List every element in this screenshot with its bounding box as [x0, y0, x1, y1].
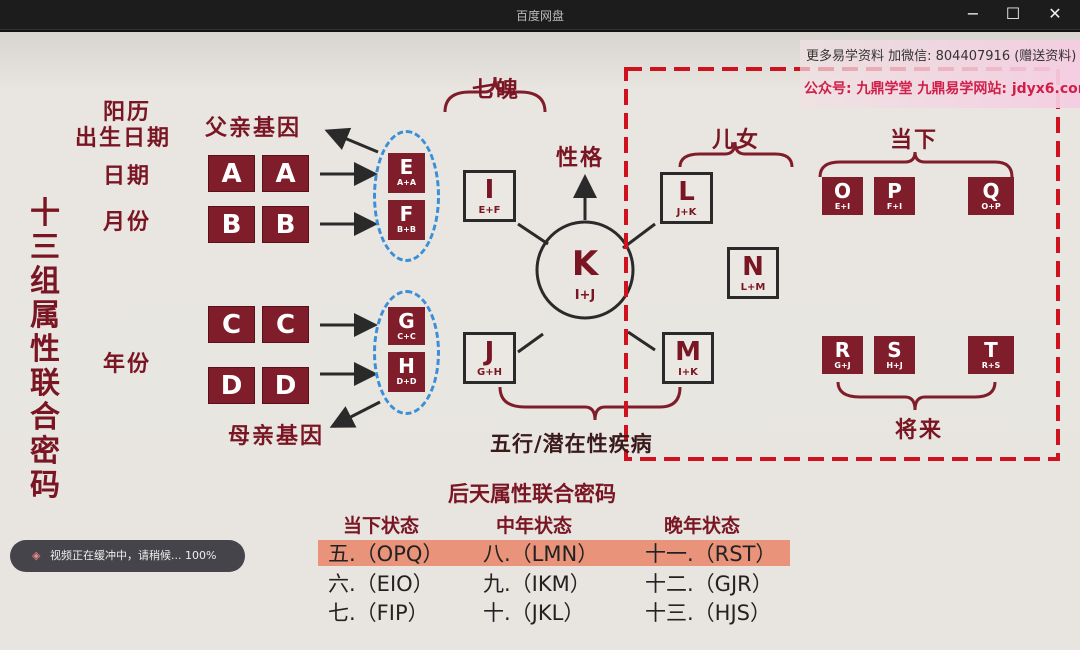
label-year: 年份 [103, 352, 152, 377]
label-mother-gene: 母亲基因 [228, 424, 325, 449]
box-a1: A [208, 155, 255, 192]
header-middle-age: 中年状态 [496, 515, 573, 537]
vertical-title: 十三组属性联合密码 [30, 196, 60, 503]
buffering-text: 视频正在缓冲中，请稍候... 100% [50, 549, 217, 562]
cell-r2c3: 十二.（GJR） [645, 572, 773, 596]
cell-r3c2: 十.（JKL） [483, 601, 585, 625]
label-day: 日期 [103, 164, 152, 189]
title-bar: 百度网盘 − ☐ ✕ [0, 0, 1080, 30]
label-present: 当下 [890, 128, 939, 153]
label-solar: 阳历 [103, 100, 152, 125]
header-present: 当下状态 [343, 515, 420, 537]
box-d1: D [208, 367, 255, 404]
ellipse-father [373, 130, 440, 262]
buffering-toast: ◈ 视频正在缓冲中，请稍候... 100% [10, 540, 245, 572]
box-d2: D [262, 367, 309, 404]
label-personality: 性格 [556, 146, 605, 171]
cell-r3c3: 十三.（HJS） [645, 601, 771, 625]
label-father-gene: 父亲基因 [205, 116, 302, 141]
label-future: 将来 [895, 418, 944, 443]
watermark-line1: 更多易学资料 加微信: 804407916 (赠送资料) [806, 49, 1077, 64]
table-title: 后天属性联合密码 [448, 482, 616, 506]
box-c1: C [208, 306, 255, 343]
maximize-button[interactable]: ☐ [1005, 4, 1021, 23]
cell-r2c2: 九.（IKM） [483, 572, 591, 596]
label-birth-date: 出生日期 [75, 126, 172, 151]
buffering-icon: ◈ [32, 549, 41, 562]
cell-r1c2: 八.（LMN） [483, 542, 599, 566]
cell-r2c1: 六.（EIO） [328, 572, 434, 596]
box-b2: B [262, 206, 309, 243]
watermark: 更多易学资料 加微信: 804407916 (赠送资料) 公众号: 九鼎学堂 九… [800, 40, 1080, 108]
label-qipo: 七魄 [472, 78, 521, 103]
cell-r1c1: 五.（OPQ） [328, 542, 444, 566]
header-old-age: 晚年状态 [664, 515, 741, 537]
ellipse-mother [373, 290, 440, 415]
box-c2: C [262, 306, 309, 343]
box-a2: A [262, 155, 309, 192]
label-month: 月份 [103, 210, 152, 235]
window-title: 百度网盘 [515, 9, 564, 23]
node-k: K [571, 244, 599, 284]
cell-r1c3: 十一.（RST） [645, 542, 777, 566]
node-k-sum: I+J [574, 288, 596, 303]
highlight-band [318, 540, 790, 566]
cell-r3c1: 七.（FIP） [328, 601, 429, 625]
minimize-button[interactable]: − [966, 4, 980, 23]
watermark-line2: 公众号: 九鼎学堂 九鼎易学网站: jdyx6.com [804, 81, 1080, 97]
label-children: 儿女 [712, 128, 761, 153]
label-wuxing: 五行/潜在性疾病 [490, 432, 653, 456]
box-b1: B [208, 206, 255, 243]
close-button[interactable]: ✕ [1048, 4, 1062, 23]
